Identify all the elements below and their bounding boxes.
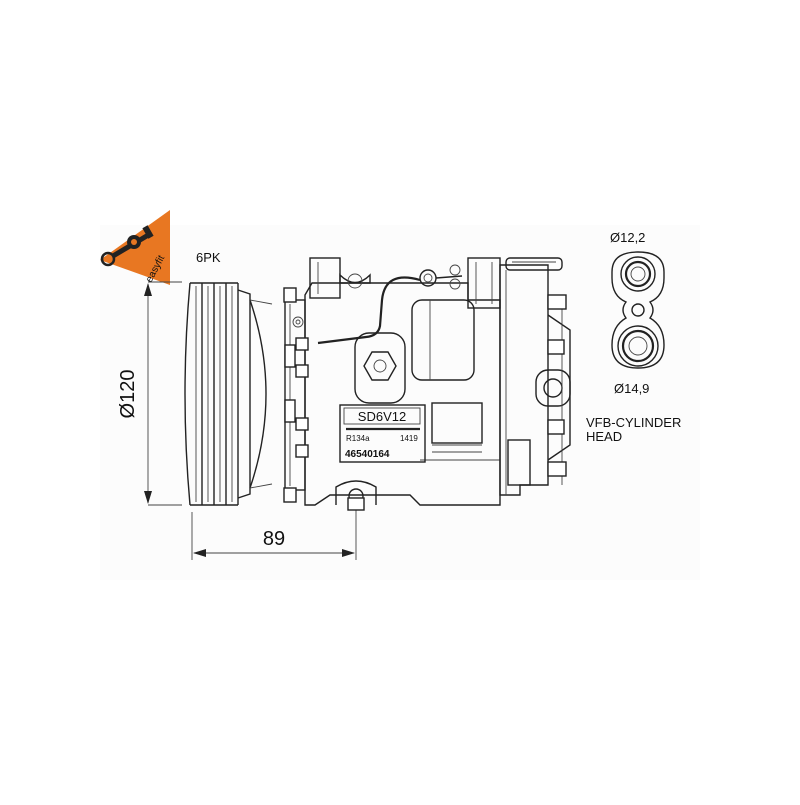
belt-type-label: 6PK <box>196 250 221 265</box>
background-panel <box>100 225 700 580</box>
diameter-label: Ø120 <box>117 370 139 419</box>
small-o-ring-label: Ø12,2 <box>610 230 645 245</box>
plate-code: 1419 <box>400 434 418 443</box>
head-type-line1: VFB-CYLINDER <box>586 415 681 430</box>
sensor-wire <box>317 264 463 345</box>
wrench-icon <box>100 225 154 267</box>
compressor-body <box>295 257 501 511</box>
pulley-grooves <box>195 283 239 505</box>
pulley <box>184 282 273 506</box>
cylinder-head <box>499 257 571 496</box>
plate-part-number: 46540164 <box>345 449 390 460</box>
large-o-ring <box>617 325 659 367</box>
plate-refrigerant: R134a <box>346 434 370 443</box>
small-o-ring <box>620 256 656 292</box>
depth-dimension: 89 <box>191 505 357 560</box>
diameter-dimension: Ø120 <box>117 281 182 506</box>
easyfit-logo: easyfit <box>100 210 170 285</box>
plate-model: SD6V12 <box>358 409 406 424</box>
large-o-ring-label: Ø14,9 <box>614 381 649 396</box>
head-type-line2: HEAD <box>586 429 622 444</box>
clutch-plate <box>283 287 306 503</box>
rating-plate: SD6V12 R134a 1419 46540164 <box>339 404 426 463</box>
depth-label: 89 <box>263 528 285 550</box>
pipe-connection-seals: Ø12,2 Ø14,9 <box>610 230 665 396</box>
